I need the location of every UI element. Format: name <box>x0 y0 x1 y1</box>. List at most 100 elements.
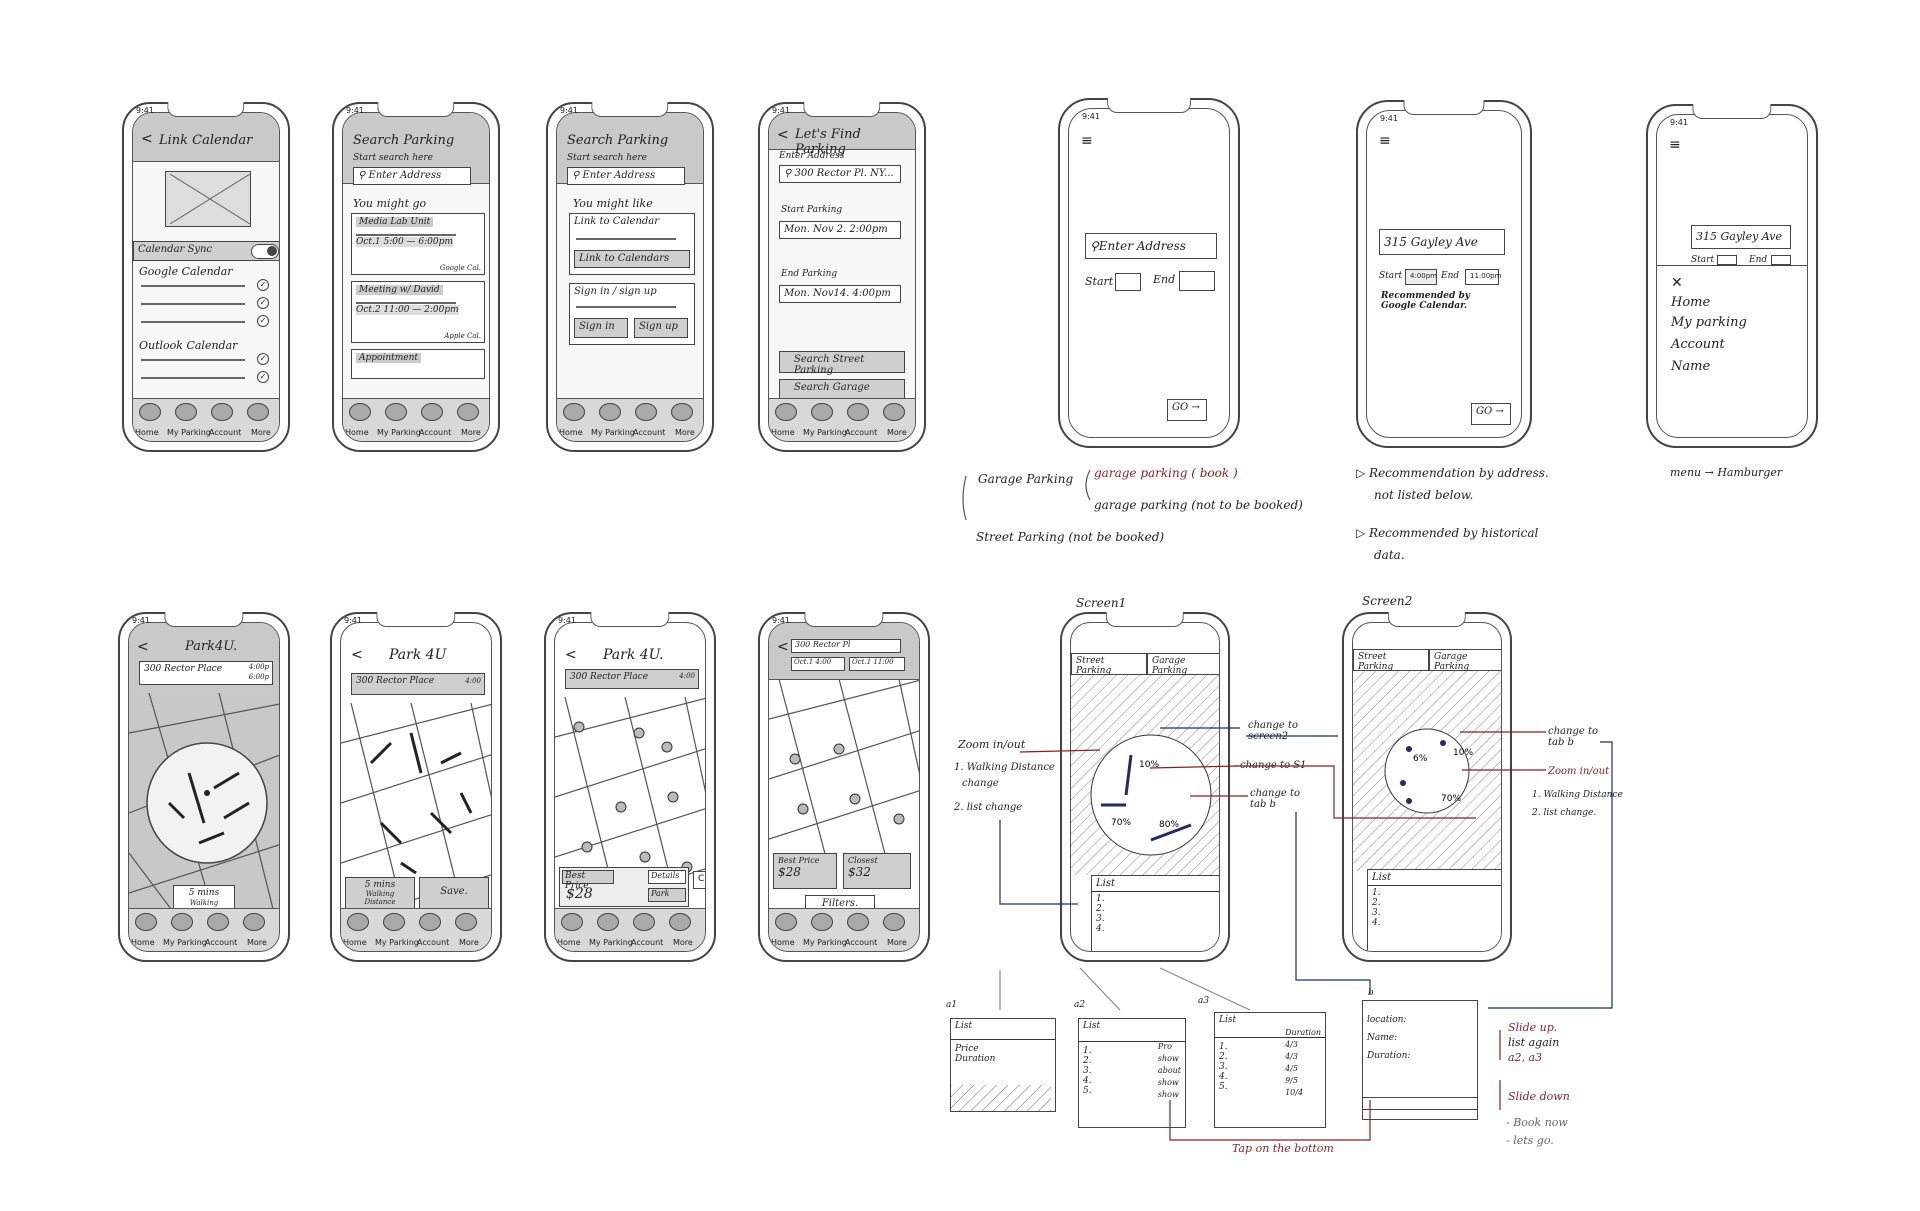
go-button[interactable]: GO → <box>1167 399 1207 421</box>
tab-account[interactable]: Account <box>419 428 452 437</box>
event-card[interactable]: Media Lab Unit Oct.1 5:00 — 6:00pm Googl… <box>351 213 485 275</box>
tab-home[interactable]: Home <box>131 938 155 947</box>
tab-parking-icon[interactable] <box>175 403 197 421</box>
address-input[interactable]: ⚲Enter Address <box>1085 233 1217 259</box>
list-item[interactable]: 2. <box>1096 904 1105 914</box>
menu-item-my-parking[interactable]: My parking <box>1671 315 1747 330</box>
tab-home-icon[interactable] <box>347 913 369 931</box>
list-panel[interactable]: List 1. 2. 3. 4. <box>1091 875 1219 951</box>
tab-account-icon[interactable] <box>847 403 869 421</box>
tab-parking-icon[interactable] <box>597 913 619 931</box>
tab-home-icon[interactable] <box>775 913 797 931</box>
start-time[interactable]: 4:00pm <box>1405 269 1437 285</box>
tab-street-parking[interactable]: Street Parking <box>1071 653 1147 676</box>
tab-account[interactable]: Account <box>631 938 664 947</box>
search-input[interactable]: ⚲ Enter Address <box>567 167 685 185</box>
list-item[interactable]: 3. <box>1096 914 1105 924</box>
address-input[interactable]: 315 Gayley Ave <box>1379 229 1505 255</box>
sign-up-button[interactable]: Sign up <box>634 318 688 338</box>
tab-garage-parking[interactable]: Garage Parking <box>1429 649 1501 672</box>
tab-garage-parking[interactable]: Garage Parking <box>1147 653 1219 676</box>
link-calendars-button[interactable]: Link to Calendars <box>574 250 690 268</box>
tab-my-parking[interactable]: My Parking <box>167 428 211 437</box>
tab-street-parking[interactable]: Street Parking <box>1353 649 1429 672</box>
address-field[interactable]: 300 Rector Place 4:00 <box>565 669 699 689</box>
tab-account[interactable]: Account <box>633 428 666 437</box>
tab-home[interactable]: Home <box>771 938 795 947</box>
back-icon[interactable]: < <box>351 647 363 663</box>
menu-item-name[interactable]: Name <box>1671 359 1711 374</box>
list-item[interactable]: 4. <box>1372 918 1381 928</box>
tab-account-icon[interactable] <box>635 403 657 421</box>
map-hatched[interactable]: 10% 70% 80% <box>1071 675 1220 875</box>
tab-account[interactable]: Account <box>209 428 242 437</box>
tab-home[interactable]: Home <box>559 428 583 437</box>
closest-card[interactable]: Closest $32 <box>843 853 911 889</box>
back-icon[interactable]: < <box>777 639 789 655</box>
start-input[interactable] <box>1115 273 1141 291</box>
back-icon[interactable]: < <box>137 639 149 655</box>
best-price-card[interactable]: Best Price $28 Details Park <box>559 867 689 907</box>
search-street-button[interactable]: Search Street Parking <box>779 351 905 376</box>
map[interactable] <box>341 703 492 903</box>
list-panel[interactable]: List 1. 2. 3. 4. <box>1367 869 1501 951</box>
sign-in-button[interactable]: Sign in <box>574 318 628 338</box>
tab-my-parking[interactable]: My Parking <box>803 938 847 947</box>
go-button[interactable]: GO → <box>1471 403 1511 425</box>
tab-home-icon[interactable] <box>775 403 797 421</box>
park-button[interactable]: Park <box>648 888 686 902</box>
hamburger-icon[interactable]: ≡ <box>1379 133 1391 149</box>
search-input[interactable]: ⚲ Enter Address <box>353 167 471 185</box>
list-item[interactable]: 4. <box>1096 924 1105 934</box>
back-icon[interactable]: < <box>777 127 789 143</box>
tab-home-icon[interactable] <box>349 403 371 421</box>
tab-my-parking[interactable]: My Parking <box>591 428 635 437</box>
address-input[interactable]: 315 Gayley Ave <box>1691 225 1791 249</box>
address-field[interactable]: 300 Rector Place 4:00p 6:00p <box>139 661 273 685</box>
tab-my-parking[interactable]: My Parking <box>163 938 207 947</box>
tab-home[interactable]: Home <box>343 938 367 947</box>
tab-more-icon[interactable] <box>883 403 905 421</box>
tab-more[interactable]: More <box>461 428 481 437</box>
tab-more[interactable]: More <box>673 938 693 947</box>
list-item[interactable]: 1. <box>1096 894 1105 904</box>
tab-my-parking[interactable]: My Parking <box>377 428 421 437</box>
check-icon[interactable]: ✓ <box>257 279 269 291</box>
address-input[interactable]: ⚲ 300 Rector Pl. NY... <box>779 165 901 183</box>
tab-home[interactable]: Home <box>345 428 369 437</box>
tab-more-icon[interactable] <box>457 403 479 421</box>
tab-home-icon[interactable] <box>561 913 583 931</box>
tab-account[interactable]: Account <box>417 938 450 947</box>
end-parking-input[interactable]: Mon. Nov14. 4:00pm <box>779 285 901 303</box>
tab-more-icon[interactable] <box>455 913 477 931</box>
start-input[interactable] <box>1717 255 1737 265</box>
tab-more-icon[interactable] <box>247 403 269 421</box>
event-card[interactable]: Meeting w/ David Oct.2 11:00 — 2:00pm Ap… <box>351 281 485 343</box>
start-date[interactable]: Oct.1 4:00 <box>791 657 845 671</box>
hamburger-icon[interactable]: ≡ <box>1081 133 1093 149</box>
tab-more-icon[interactable] <box>669 913 691 931</box>
menu-item-account[interactable]: Account <box>1671 337 1725 352</box>
tab-home-icon[interactable] <box>563 403 585 421</box>
tab-parking-icon[interactable] <box>385 403 407 421</box>
close-card[interactable]: Clos <box>693 871 705 889</box>
address-field[interactable]: 300 Rector Pl <box>791 639 901 653</box>
tab-home[interactable]: Home <box>135 428 159 437</box>
details-button[interactable]: Details <box>648 870 686 884</box>
tab-account-icon[interactable] <box>207 913 229 931</box>
tab-more[interactable]: More <box>675 428 695 437</box>
tab-account-icon[interactable] <box>633 913 655 931</box>
list-item[interactable]: 3. <box>1372 908 1381 918</box>
check-icon[interactable]: ✓ <box>257 297 269 309</box>
start-parking-input[interactable]: Mon. Nov 2. 2:00pm <box>779 221 901 239</box>
end-time[interactable]: 11:00pm <box>1465 269 1501 285</box>
list-item[interactable]: 1. <box>1372 888 1381 898</box>
tab-account-icon[interactable] <box>211 403 233 421</box>
tab-more-icon[interactable] <box>243 913 265 931</box>
tab-more-icon[interactable] <box>883 913 905 931</box>
tab-more[interactable]: More <box>459 938 479 947</box>
tab-parking-icon[interactable] <box>171 913 193 931</box>
tab-home[interactable]: Home <box>557 938 581 947</box>
best-price-card[interactable]: Best Price $28 <box>773 853 837 889</box>
hamburger-icon[interactable]: ≡ <box>1669 137 1681 153</box>
